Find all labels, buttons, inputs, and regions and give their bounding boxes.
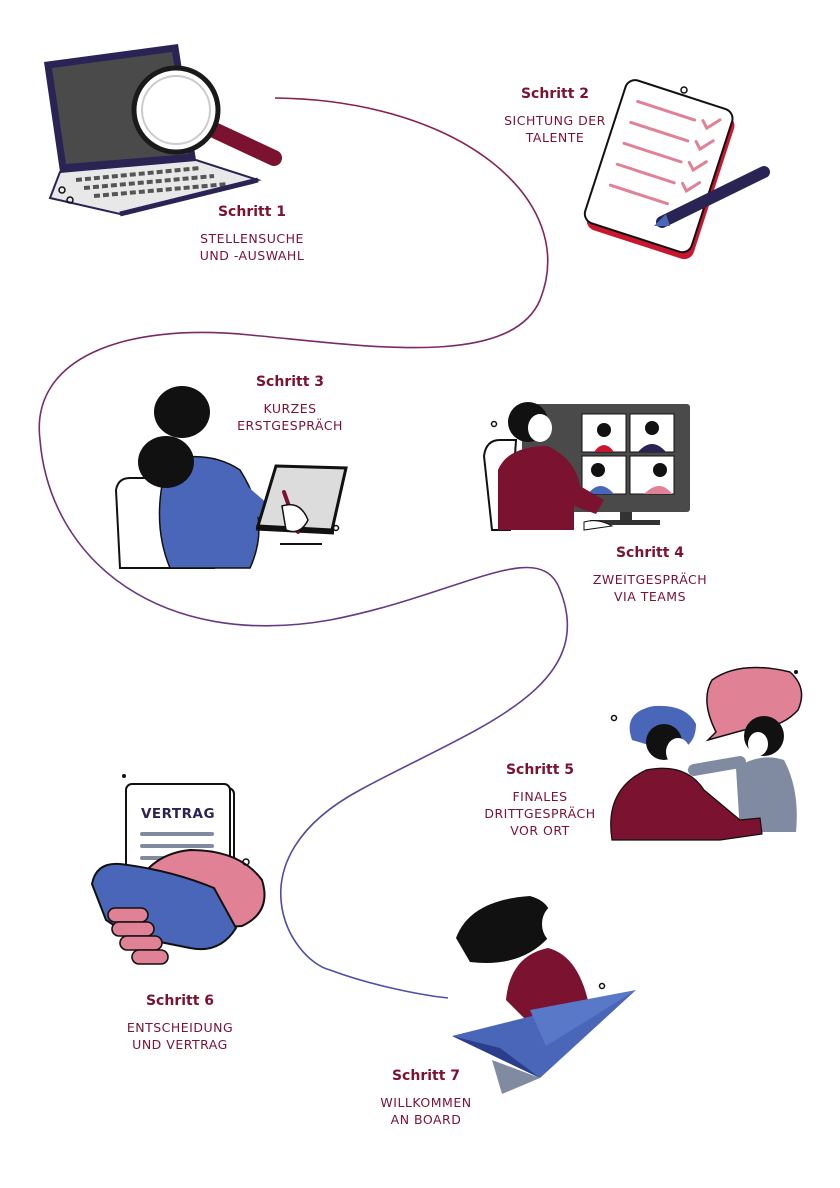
- laptop-magnifier-icon: [44, 44, 282, 217]
- step-3-title: Schritt 3: [255, 374, 325, 390]
- video-call-icon: [482, 402, 690, 531]
- handshake-contract-icon: [90, 774, 266, 965]
- step-1-title: Schritt 1: [217, 204, 287, 220]
- step-6-label: Schritt 6 ENTSCHEIDUNG UND VERTRAG: [100, 993, 260, 1054]
- checklist-pen-icon: [583, 79, 770, 260]
- step-2-desc: SICHTUNG DER TALENTE: [504, 112, 606, 145]
- step-7-desc: WILLKOMMEN AN BOARD: [380, 1094, 472, 1127]
- step-7-title: Schritt 7: [391, 1068, 461, 1084]
- step-4-title: Schritt 4: [615, 545, 685, 561]
- step-4-desc: ZWEITGESPRÄCH VIA TEAMS: [592, 571, 708, 604]
- contract-label: VERTRAG: [140, 806, 216, 822]
- paper-plane-icon: [452, 896, 636, 1094]
- step-2-title: Schritt 2: [520, 86, 590, 102]
- step-5-desc: FINALES DRITTGESPRÄCH VOR ORT: [484, 788, 596, 838]
- step-3-desc: KURZES ERSTGESPRÄCH: [237, 400, 343, 433]
- laptop-interview-icon: [114, 386, 348, 569]
- conversation-icon: [610, 666, 803, 841]
- step-4-label: Schritt 4 ZWEITGESPRÄCH VIA TEAMS: [570, 545, 730, 606]
- step-1-desc: STELLENSUCHE UND -AUSWAHL: [199, 230, 305, 263]
- step-5-label: Schritt 5 FINALES DRITTGESPRÄCH VOR ORT: [470, 762, 610, 839]
- connector-path: [38, 97, 568, 999]
- step-7-label: Schritt 7 WILLKOMMEN AN BOARD: [348, 1068, 504, 1129]
- step-6-title: Schritt 6: [145, 993, 215, 1009]
- step-6-desc: ENTSCHEIDUNG UND VERTRAG: [126, 1019, 234, 1052]
- step-1-label: Schritt 1 STELLENSUCHE UND -AUSWAHL: [172, 204, 332, 265]
- step-2-label: Schritt 2 SICHTUNG DER TALENTE: [480, 86, 630, 147]
- step-3-label: Schritt 3 KURZES ERSTGESPRÄCH: [210, 374, 370, 435]
- step-5-title: Schritt 5: [505, 762, 575, 778]
